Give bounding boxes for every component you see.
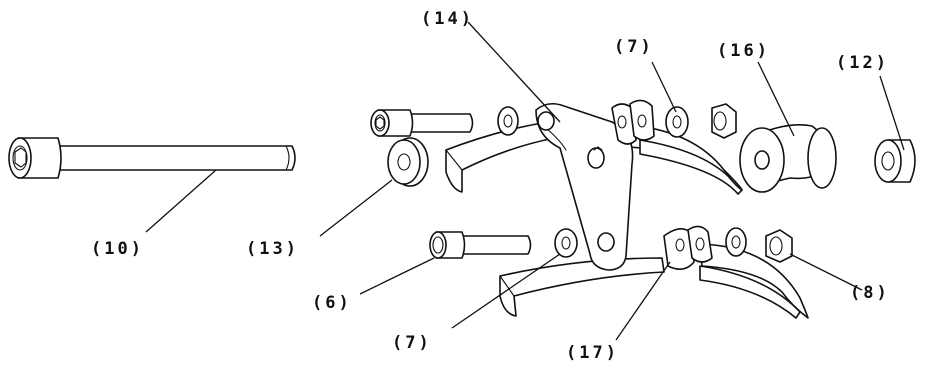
lower-small-washer-part	[554, 228, 578, 258]
lower-socket-bolt-part	[429, 231, 532, 259]
lower-right-small-washer-part	[725, 227, 747, 257]
callout-6: (6)	[312, 293, 352, 313]
callout-14: (14)	[421, 9, 474, 29]
upper-blade-tabs-part	[611, 99, 655, 145]
roller-spool-part	[739, 124, 837, 193]
long-socket-bolt-part	[8, 137, 296, 179]
callout-17: (17)	[566, 343, 619, 363]
lower-curved-blade-part	[499, 243, 809, 319]
upper-socket-bolt-part	[370, 109, 474, 137]
link-plate-part	[535, 102, 634, 271]
upper-right-small-washer-part	[665, 106, 689, 138]
lower-hex-nut-part	[765, 229, 793, 263]
callout-13: (13)	[246, 239, 299, 259]
callout-8: (8)	[850, 283, 890, 303]
bushing-part	[874, 139, 916, 183]
callout-7-bottom: (7)	[392, 333, 432, 353]
upper-small-washer-part	[497, 106, 519, 136]
callout-16: (16)	[717, 41, 770, 61]
leader-lines	[145, 21, 905, 341]
callout-7-top: (7)	[614, 37, 654, 57]
upper-hex-nut-part	[711, 103, 737, 139]
lower-blade-tabs-part	[663, 225, 713, 270]
callout-10: (10)	[91, 239, 144, 259]
large-washer-part	[387, 137, 429, 187]
callout-12: (12)	[836, 53, 889, 73]
